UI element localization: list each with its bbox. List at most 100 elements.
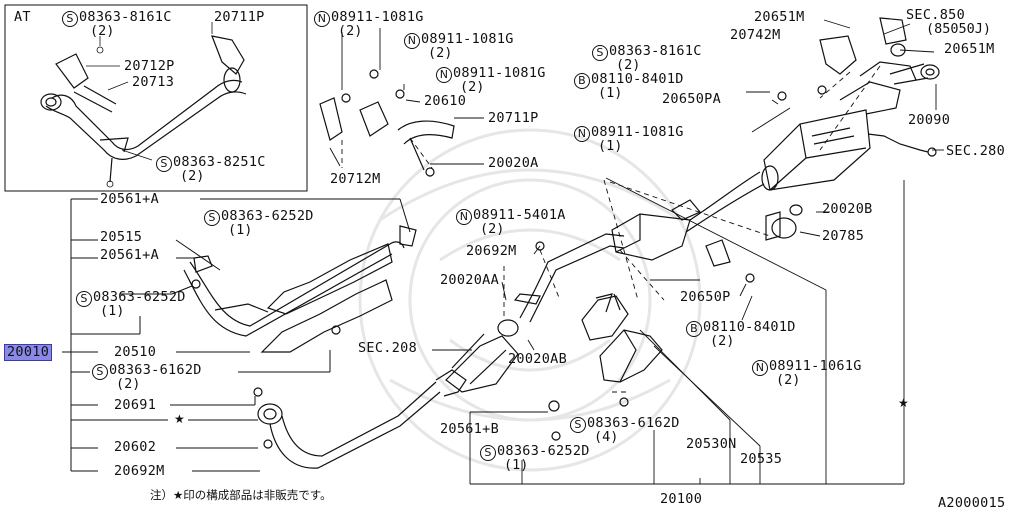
part-label-20742m[interactable]: 20742M <box>730 27 781 43</box>
star-marker-icon: ★ <box>174 412 186 426</box>
screw-symbol-icon: S <box>62 11 78 27</box>
qty-n-1081-c: (2) <box>460 79 485 95</box>
sec-850-label[interactable]: SEC.850 <box>906 7 965 23</box>
at-leaders <box>86 22 213 188</box>
at-inset-frame <box>4 4 308 192</box>
part-label-at-20713[interactable]: 20713 <box>132 74 175 90</box>
qty-at-s-8251: (2) <box>180 168 205 184</box>
part-label-20515[interactable]: 20515 <box>100 229 143 245</box>
part-label-20561a[interactable]: 20561+A <box>100 191 159 207</box>
qty-s-6162-b: (4) <box>594 429 619 445</box>
part-label-20692m[interactable]: 20692M <box>114 463 165 479</box>
qty-n-1081-b: (2) <box>428 45 453 61</box>
part-label-20651m-top[interactable]: 20651M <box>754 9 805 25</box>
bolt-symbol-icon: B <box>574 73 590 89</box>
part-label-at-20712p[interactable]: 20712P <box>124 58 175 74</box>
part-label-20650pa[interactable]: 20650PA <box>662 91 721 107</box>
heat-insulators <box>548 293 663 441</box>
qty-b-8401-b: (2) <box>710 333 735 349</box>
center-catalyst <box>445 233 625 393</box>
part-label-20692m-2[interactable]: 20692M <box>466 243 517 259</box>
right-leaders <box>329 19 944 485</box>
screw-symbol-icon: S <box>76 291 92 307</box>
sec-280-label[interactable]: SEC.280 <box>946 143 1005 159</box>
part-label-20651m[interactable]: 20651M <box>944 41 995 57</box>
part-label-20020ab[interactable]: 20020AB <box>508 351 567 367</box>
bolt-symbol-icon: B <box>686 321 702 337</box>
part-label-20510[interactable]: 20510 <box>114 344 157 360</box>
part-label-20785[interactable]: 20785 <box>822 228 865 244</box>
part-label-20535[interactable]: 20535 <box>740 451 783 467</box>
qty-at-s-8161: (2) <box>90 23 115 39</box>
qty-b-8401: (1) <box>598 85 623 101</box>
part-label-20020a[interactable]: 20020A <box>488 155 539 171</box>
screw-symbol-icon: S <box>92 364 108 380</box>
nut-symbol-icon: N <box>752 360 768 376</box>
section-tag-at: AT <box>14 9 31 25</box>
sec-208-label[interactable]: SEC.208 <box>358 340 417 356</box>
part-label-20610[interactable]: 20610 <box>424 93 467 109</box>
left-bracket-tree <box>62 198 411 472</box>
at-front-pipe <box>40 35 247 183</box>
part-label-20561b[interactable]: 20561+B <box>440 421 499 437</box>
rear-hangers <box>705 17 937 283</box>
part-label-20020b[interactable]: 20020B <box>822 201 873 217</box>
part-label-20691[interactable]: 20691 <box>114 397 157 413</box>
qty-n-1081-d: (1) <box>598 138 623 154</box>
qty-n-1081-a: (2) <box>338 23 363 39</box>
nut-symbol-icon: N <box>436 67 452 83</box>
part-label-20712m[interactable]: 20712M <box>330 171 381 187</box>
main-muffler <box>761 61 940 191</box>
figure-code: A2000015 <box>938 495 1006 510</box>
nut-symbol-icon: N <box>404 33 420 49</box>
screw-symbol-icon: S <box>204 210 220 226</box>
part-label-at-20711p[interactable]: 20711P <box>214 9 265 25</box>
star-marker-right-icon: ★ <box>898 396 910 410</box>
nut-symbol-icon: N <box>456 209 472 225</box>
front-tube-assembly <box>183 225 417 353</box>
qty-s-6162-a: (2) <box>116 376 141 392</box>
qty-s-6252-b: (1) <box>100 303 125 319</box>
qty-n-1061: (2) <box>776 372 801 388</box>
center-bracket-group <box>319 69 455 177</box>
part-label-20650p[interactable]: 20650P <box>680 289 731 305</box>
part-label-20090[interactable]: 20090 <box>908 112 951 128</box>
part-label-20020aa[interactable]: 20020AA <box>440 272 499 288</box>
front-pipe <box>253 369 467 469</box>
part-label-20530n[interactable]: 20530N <box>686 436 737 452</box>
nut-symbol-icon: N <box>314 11 330 27</box>
screw-symbol-icon: S <box>156 156 172 172</box>
dashed-leaders <box>341 65 881 393</box>
watermark <box>358 128 702 472</box>
sec-850-sub: (85050J) <box>926 21 992 37</box>
nut-symbol-icon: N <box>574 126 590 142</box>
part-label-20100[interactable]: 20100 <box>660 491 703 507</box>
screw-symbol-icon: S <box>570 417 586 433</box>
part-label-20602[interactable]: 20602 <box>114 439 157 455</box>
screw-symbol-icon: S <box>480 445 496 461</box>
footnote-text: 注）★印の構成部品は非販売です。 <box>150 488 332 502</box>
selected-part-20010[interactable]: 20010 <box>4 344 53 361</box>
screw-symbol-icon: S <box>592 45 608 61</box>
part-label-20711p[interactable]: 20711P <box>488 110 539 126</box>
qty-s-8161: (2) <box>616 57 641 73</box>
part-label-20561a-2[interactable]: 20561+A <box>100 247 159 263</box>
